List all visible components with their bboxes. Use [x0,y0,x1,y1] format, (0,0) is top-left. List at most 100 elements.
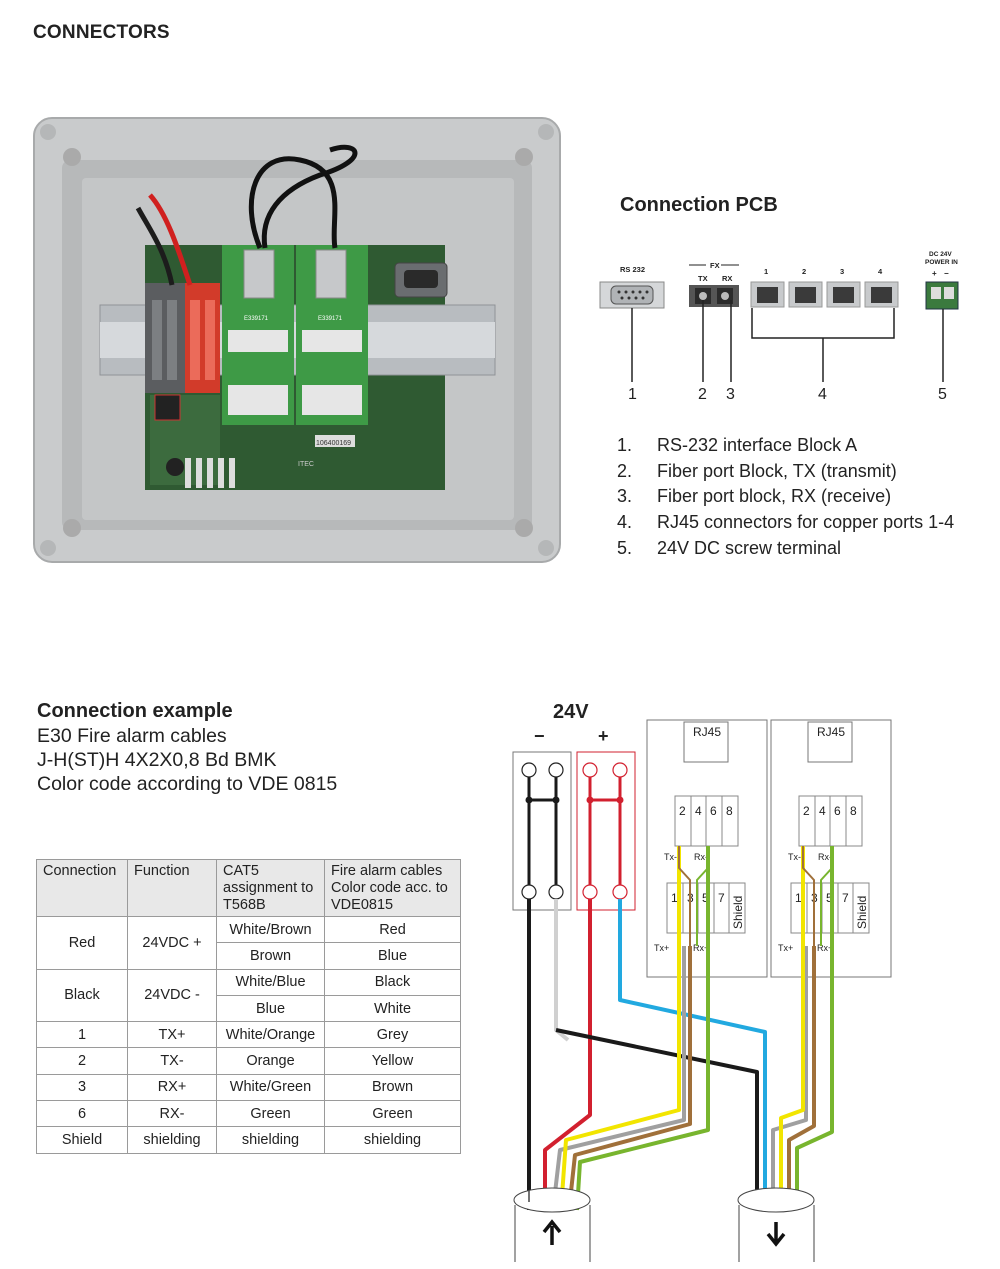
cell-connection: 2 [36,1047,128,1075]
cell-cat5: shielding [216,1126,325,1154]
wire-green [575,846,710,1211]
pin-label: 8 [726,804,733,818]
port2-label: 2 [802,267,806,276]
terminal-block-grey [145,283,185,393]
rx-plus-label: Rx+ [693,943,709,953]
cell-function: shielding [127,1126,217,1154]
fx-label: FX [710,261,720,270]
dc-minus-label: − [944,269,949,278]
example-line: Color code according to VDE 0815 [37,773,338,795]
pin-label: 4 [819,804,826,818]
cell-connection: Shield [36,1126,128,1154]
wire-yellow [779,846,805,1210]
pin-label: 4 [695,804,702,818]
header-fire-alarm: Fire alarm cables Color code acc. to VDE… [324,859,461,917]
wire-blue [618,899,767,1210]
wire-green [795,846,834,1210]
minus-label: − [534,726,545,746]
wire-grey [551,946,686,1211]
pin-label: 2 [803,804,810,818]
port1-label: 1 [764,267,768,276]
table-row: 2 TX- Orange Yellow [36,1047,461,1075]
header-function: Function [127,859,217,917]
legend-text: RJ45 connectors for copper ports 1-4 [657,512,955,533]
up-arrow-icon [542,1219,562,1245]
shield-label: Shield [855,896,869,929]
cell-fire-color: Black [324,968,461,996]
cell-connection: 1 [36,1021,128,1049]
rx-minus-label: Rx- [818,852,832,862]
example-description: E30 Fire alarm cables J-H(ST)H 4X2X0,8 B… [37,724,337,796]
module-label-2: E339171 [318,316,343,322]
pcb-legend: 1.RS-232 interface Block A 2.Fiber port … [617,433,954,562]
rx-minus-label: Rx- [694,852,708,862]
cell-function: TX- [127,1047,217,1075]
cell-function: 24VDC - [127,968,217,1023]
cell-cat5: White/Brown [216,915,325,944]
rj45-jack-1 [683,721,729,763]
shield-label: Shield [731,896,745,929]
cell-fire-color: Yellow [324,1047,461,1075]
rj45-jack-2 [807,721,853,763]
pin-label: 5 [826,891,833,905]
cell-connection: Black [36,968,128,1023]
callout-5: 5 [938,386,947,403]
cell-function: 24VDC + [127,916,217,970]
supply-minus-box [512,751,572,911]
wire-yellow [559,846,681,1211]
rj45-label: RJ45 [693,725,721,739]
pin-label: 5 [702,891,709,905]
rs232-label: RS 232 [620,265,645,274]
pcb-label: 106400169 [316,440,351,447]
legend-item: 3.Fiber port block, RX (receive) [617,484,954,510]
table-row: Black 24VDC - White/Blue Black [36,968,461,1023]
connection-table: Connection Function CAT5 assignment to T… [36,859,461,1154]
tx-label: TX [698,274,708,283]
supply-plus-box [576,751,636,911]
pcb-brand: ITEC [298,461,314,468]
cell-cat5: White/Orange [216,1021,325,1049]
voltage-label: 24V [553,701,589,723]
pin-label: 2 [679,804,686,818]
legend-text: 24V DC screw terminal [657,537,842,558]
callout-4: 4 [818,386,827,403]
cable-sheath-left [514,1205,591,1262]
table-header-row: Connection Function CAT5 assignment to T… [36,859,461,917]
callout-1: 1 [628,386,637,403]
power-in-label: POWER IN [925,259,958,266]
pin-label: 8 [850,804,857,818]
module-label-1: E339171 [244,316,269,322]
wire-brown [567,946,692,1211]
legend-item: 5. 24V DC screw terminal [617,536,954,562]
dc-label: DC 24V [929,251,952,258]
legend-item: 4.RJ45 connectors for copper ports 1-4 [617,510,954,536]
table-row: 1 TX+ White/Orange Grey [36,1021,461,1049]
cell-cat5: White/Green [216,1073,325,1102]
cell-cat5: Green [216,1100,325,1128]
legend-item: 2.Fiber port Block, TX (transmit) [617,459,954,485]
wire-red [543,899,592,1210]
cell-fire-color: Red [324,915,461,944]
down-arrow-icon [766,1222,786,1247]
pin-label: 7 [718,891,725,905]
tx-plus-label: Tx+ [778,943,793,953]
rj45-label: RJ45 [817,725,845,739]
legend-num: 5. [617,537,633,558]
tx-minus-label: Tx- [788,852,801,862]
wire-brown [787,946,816,1210]
tx-plus-label: Tx+ [654,943,669,953]
wire-black-2 [555,1028,759,1210]
example-line: J-H(ST)H 4X2X0,8 Bd BMK [37,749,277,771]
callout-3: 3 [726,386,735,403]
rx-plus-label: Rx+ [817,943,833,953]
page-title: CONNECTORS [33,22,170,43]
table-row: Red 24VDC + White/Brown Red [36,915,461,970]
dc-plus-label: + [932,269,937,278]
table-row: Shield shielding shielding shielding [36,1126,461,1154]
tx-minus-label: Tx- [664,852,677,862]
pin-label: 1 [671,891,678,905]
rx-label: RX [722,274,732,283]
